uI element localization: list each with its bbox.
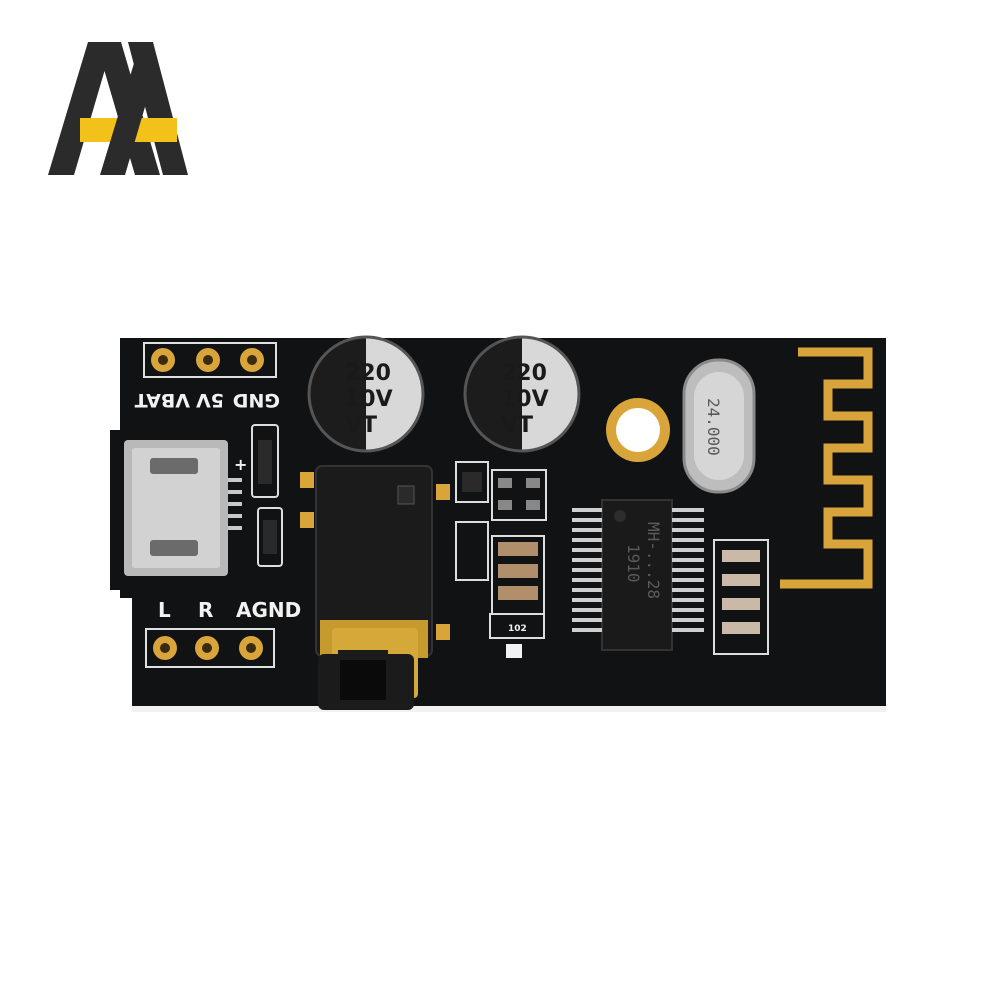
cap-2-series: VT (501, 413, 533, 438)
bluetooth-chip: MH-...28 1910 (572, 499, 704, 651)
audio-header-pads (145, 628, 275, 668)
smd-components: 102 (300, 461, 547, 658)
cap-1-value: 220 (345, 361, 391, 386)
cap-1-series: VT (345, 413, 377, 438)
label-vbat: VBAT (135, 389, 190, 411)
capacitor-1: 220 10V VT (307, 335, 425, 453)
cap-2-voltage: 10V (501, 387, 549, 412)
chip-date: 1910 (624, 544, 643, 583)
bluetooth-audio-board: GND 5V VBAT + L R (110, 335, 886, 712)
label-gnd: GND (233, 389, 280, 411)
label-l: L (158, 598, 171, 622)
crystal-label: 24.000 (704, 398, 723, 456)
label-5v: 5V (196, 389, 224, 411)
crystal-oscillator: 24.000 (682, 358, 756, 494)
pcb-antenna (780, 347, 873, 589)
resistor-array (713, 539, 769, 655)
label-agnd: AGND (236, 598, 301, 622)
double-a-logo-icon (48, 42, 188, 175)
plus-mark: + (234, 455, 247, 474)
label-r: R (198, 598, 213, 622)
cap-1-voltage: 10V (345, 387, 393, 412)
audio-jack (315, 465, 433, 710)
capacitor-2: 220 10V VT (463, 335, 581, 453)
resistor-code: 102 (508, 624, 527, 634)
cap-2-value: 220 (501, 361, 547, 386)
chip-model: MH-...28 (644, 522, 663, 599)
micro-usb-port (124, 440, 242, 576)
power-header-pads (143, 342, 277, 378)
